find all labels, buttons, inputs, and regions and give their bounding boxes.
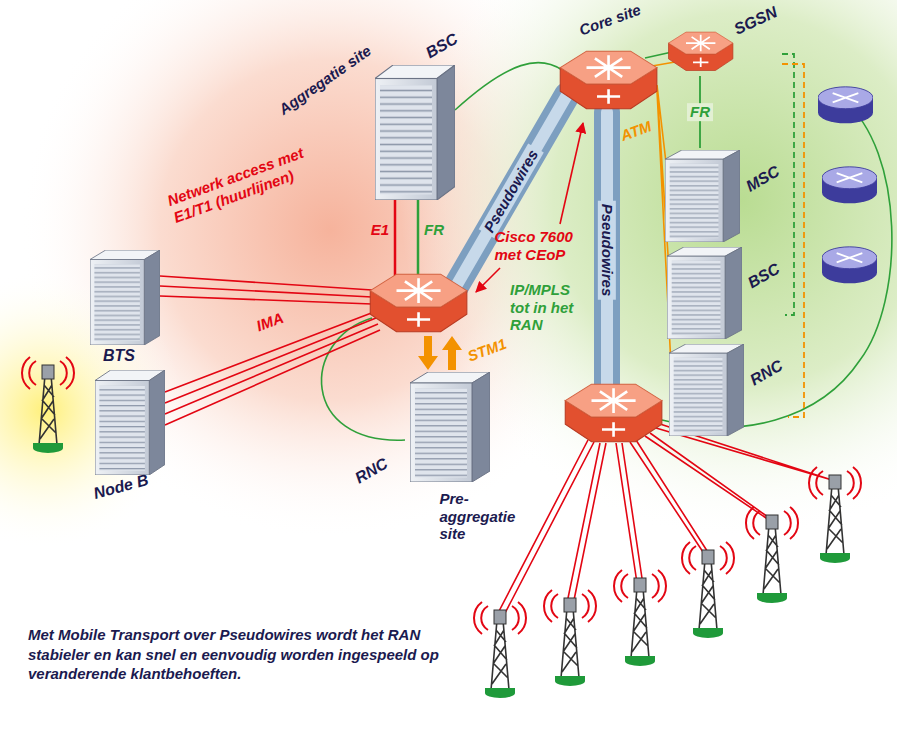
server-shape	[669, 344, 744, 436]
node-label: BSC	[423, 30, 461, 62]
annotation: IMA	[254, 309, 286, 335]
fr-line	[417, 198, 420, 282]
antenna-tower	[22, 357, 74, 453]
leased-lines	[497, 424, 838, 617]
server-shape	[410, 372, 490, 482]
annotation: Pseudowires	[479, 144, 544, 238]
callout-leaders	[560, 123, 583, 224]
antenna-tower	[682, 542, 734, 638]
annotation: Aggregatie site	[276, 42, 375, 119]
link-line	[782, 64, 804, 417]
router-symbol	[560, 51, 657, 109]
annotation: FR	[424, 221, 444, 239]
router-node: SGSN	[665, 12, 782, 76]
pseudowire-tube	[594, 112, 620, 388]
green-links	[322, 318, 405, 440]
leased-lines	[160, 198, 838, 617]
router-shape	[669, 32, 733, 70]
green-links	[645, 52, 672, 58]
callout-leaders	[476, 268, 500, 292]
core-router-symbol	[818, 87, 873, 124]
link-line	[782, 54, 794, 315]
core-router-symbol	[822, 247, 877, 284]
node-label: BTS	[103, 347, 135, 365]
node-label: MSC	[743, 162, 783, 195]
stm1-arrows	[418, 336, 462, 370]
green-links	[455, 63, 562, 110]
antenna-tower	[809, 467, 861, 563]
server-box: BTS	[85, 247, 160, 367]
annotation: IP/MPLS tot in het RAN	[510, 281, 590, 334]
node-label: Node B	[92, 471, 151, 502]
caption: Met Mobile Transport over Pseudowires wo…	[28, 625, 446, 684]
annotation: Netwerk access met E1/T1 (huurlijnen)	[165, 130, 351, 227]
stm1-arrows	[442, 336, 462, 370]
server-box: Node B	[88, 368, 165, 505]
node-label: RNC	[352, 455, 391, 488]
leased-lines	[394, 198, 397, 282]
annotation: E1	[371, 221, 389, 239]
server-shape	[667, 247, 742, 339]
annotation: Core site	[577, 1, 643, 40]
annotation: Cisco 7600 met CEoP	[495, 228, 580, 263]
server-shape	[410, 372, 490, 482]
server-box: BSC	[667, 245, 785, 339]
node-label: BSC	[745, 260, 783, 292]
node-label: SGSN	[731, 3, 780, 38]
server-box: RNC	[669, 342, 788, 436]
antenna-tower	[614, 570, 666, 666]
pseudowire-tube	[455, 95, 607, 388]
annotation: ATM	[618, 117, 654, 144]
server-shape	[95, 370, 165, 475]
server-shape	[665, 150, 740, 242]
server-box: MSC	[665, 148, 785, 242]
server-shape	[375, 65, 455, 200]
fr-line	[417, 198, 420, 282]
annotation: Pre-aggregatie site	[440, 490, 525, 543]
server-shape	[669, 344, 744, 436]
node-label: RNC	[747, 357, 786, 390]
router-shape	[665, 28, 735, 76]
server-shape	[375, 65, 455, 200]
stm1-arrows	[418, 336, 438, 370]
leased-lines	[160, 276, 372, 304]
annotation: STM1	[465, 335, 509, 365]
annotation: Pseudowires	[598, 201, 616, 300]
server-box: BSC	[370, 35, 463, 200]
antenna-tower	[474, 602, 526, 698]
server-shape	[665, 150, 740, 242]
green-links	[322, 52, 892, 440]
core-router-symbol	[822, 167, 877, 204]
server-shape	[90, 250, 160, 345]
antenna-tower	[746, 507, 798, 603]
server-shape	[95, 370, 165, 475]
antenna-tower	[544, 590, 596, 686]
server-shape	[90, 250, 160, 345]
router-symbol	[370, 274, 467, 332]
server-shape	[667, 247, 742, 339]
core-router-symbol	[818, 87, 877, 284]
callout-leaders	[476, 123, 583, 292]
server-box: RNC	[350, 370, 490, 490]
link-label: FR	[687, 103, 713, 121]
router-symbol	[565, 384, 662, 442]
